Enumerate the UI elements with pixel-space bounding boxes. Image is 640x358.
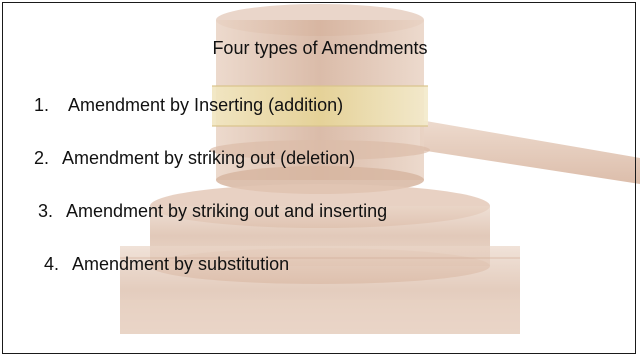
- list-item-text: Amendment by Inserting (addition): [68, 95, 344, 115]
- list-item-number: 4.: [44, 254, 60, 274]
- list-item: 4. Amendment by substitution: [44, 254, 289, 275]
- list-item-number: 2.: [34, 148, 50, 168]
- list-item-number: 3.: [38, 201, 54, 221]
- list-item: 3. Amendment by striking out and insertin…: [38, 201, 387, 222]
- list-item-text: Amendment by substitution: [72, 254, 290, 274]
- list-item: 1. Amendment by Inserting (addition): [34, 95, 343, 116]
- slide-title: Four types of Amendments: [212, 38, 428, 58]
- list-item: 2. Amendment by striking out (deletion): [34, 148, 355, 169]
- list-item-text: Amendment by striking out (deletion): [62, 148, 356, 168]
- list-item-text: Amendment by striking out and inserting: [66, 201, 388, 221]
- list-item-number: 1.: [34, 95, 50, 115]
